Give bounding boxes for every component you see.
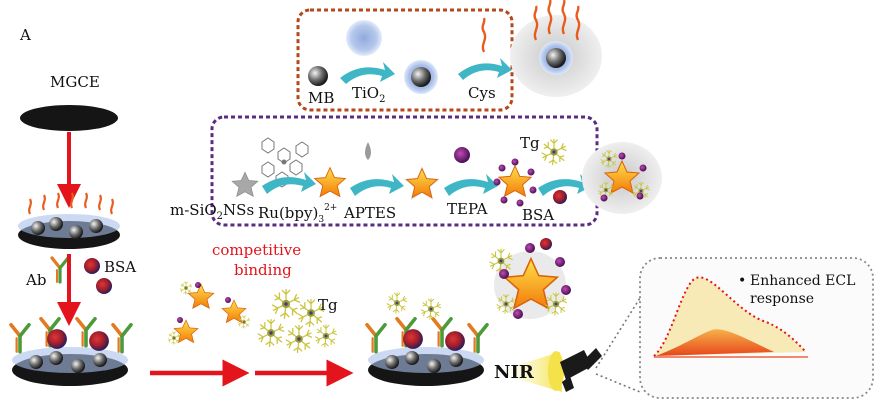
mgce-electrode: [20, 105, 118, 131]
laser-icon: [560, 348, 602, 392]
bsa-bead-left-1: [84, 258, 100, 274]
competitive-label-1: competitive: [212, 241, 301, 259]
ab-antibody: [50, 256, 70, 284]
ecl-bullet: •: [738, 273, 746, 289]
mb-tio2-core: [411, 67, 431, 87]
tepa-bead: [454, 147, 470, 163]
msio2-star: [231, 171, 259, 197]
cys-product-core: [546, 48, 566, 68]
ab-label: Ab: [25, 271, 46, 289]
bsa-label-left: BSA: [104, 258, 136, 276]
immunosensor-electrode-2: [365, 291, 489, 386]
panel-label: A: [19, 26, 31, 44]
ecl-line-1: Enhanced ECL: [750, 273, 855, 289]
bound-probe: [488, 238, 571, 319]
tio2-label: TiO2: [352, 84, 385, 105]
cyan-arrow-3: [262, 172, 316, 194]
mgce-label: MGCE: [50, 73, 100, 91]
ru-loaded-star: [314, 167, 346, 197]
cyan-arrow-2: [458, 58, 512, 80]
cyan-arrow-6: [538, 174, 592, 196]
cys-product-chains: [533, 0, 581, 41]
msio2-label: m-SiO2NSs: [170, 201, 254, 222]
inset-connector-bottom: [595, 373, 641, 393]
nir-beam-end: [548, 351, 564, 391]
ecl-line-2: response: [750, 291, 814, 307]
aptes-star: [406, 168, 438, 198]
tio2-particle: [346, 20, 382, 56]
competing-probes: [167, 281, 251, 345]
electrode-cys-chains: [28, 192, 114, 215]
tg-molecule-mid: [541, 138, 567, 166]
bsa-mid: [553, 190, 567, 204]
mb-sphere: [308, 66, 328, 86]
tepa-label: TEPA: [447, 200, 488, 218]
ecl-enhanced-curve: [653, 276, 807, 357]
ecl-glow: [654, 277, 806, 356]
inset-connector-top: [595, 297, 641, 369]
aptes-label: APTES: [343, 204, 396, 222]
competitive-label-2: binding: [234, 261, 292, 279]
bsa-bead-left-2: [96, 278, 112, 294]
immunosensor-electrode-1: [9, 316, 133, 386]
electrode-mb-spheres: [31, 217, 103, 239]
aptes-drop: [365, 142, 371, 160]
bsa-label-mid: BSA: [522, 206, 554, 224]
cyan-arrow-5: [444, 174, 498, 196]
mb-label: MB: [308, 89, 334, 107]
tg-label-mid: Tg: [520, 134, 540, 152]
cyan-arrow-1: [340, 62, 395, 84]
ru-label: Ru(bpy)32+: [258, 203, 337, 225]
cys-chain: [481, 17, 487, 53]
cyan-arrow-4: [350, 174, 404, 196]
ecl-baseline-curve: [656, 329, 774, 356]
nir-label: NIR: [494, 362, 535, 383]
probe-beads: [600, 152, 647, 202]
tepa-star-beads: [493, 158, 537, 207]
cys-label: Cys: [468, 84, 496, 102]
nir-beam: [494, 352, 562, 392]
tg-label-bottom: Tg: [318, 296, 338, 314]
